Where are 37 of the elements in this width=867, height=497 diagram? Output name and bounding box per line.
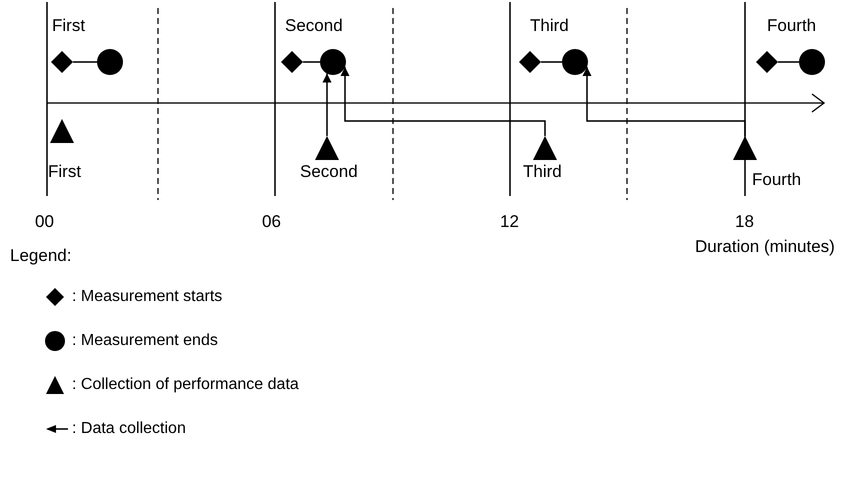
circle-marker [562, 49, 588, 75]
diamond-marker [756, 51, 778, 73]
phase-label: Third [530, 16, 569, 36]
circle-marker [799, 49, 825, 75]
diamond-marker [281, 51, 303, 73]
time-tick-label: 00 [35, 212, 54, 232]
connector-line [541, 61, 562, 63]
phase-label: Second [285, 16, 343, 36]
collection-label: First [48, 162, 82, 182]
collection-label: Third [523, 162, 562, 182]
connector-line [73, 61, 97, 63]
collection-label: Fourth [752, 170, 802, 190]
collection-label: Second [300, 162, 358, 182]
time-tick-label: 12 [500, 212, 519, 232]
diamond-marker [519, 51, 541, 73]
arrow [340, 67, 546, 136]
triangle-marker [733, 136, 757, 160]
triangle-marker [315, 136, 339, 160]
circle-marker [97, 49, 123, 75]
triangle-marker [50, 119, 74, 143]
diamond-marker [51, 51, 73, 73]
legend-text: : Data collection [72, 419, 186, 439]
legend-text: : Measurement ends [72, 331, 218, 351]
connector-line [778, 61, 799, 63]
axis-title: Duration (minutes) [695, 237, 835, 257]
time-tick-label: 18 [735, 212, 754, 232]
circle-marker [320, 49, 346, 75]
phase-label: First [52, 16, 86, 36]
legend-text: : Collection of performance data [72, 375, 299, 395]
legend-text: : Measurement starts [72, 287, 222, 307]
arrow [582, 67, 746, 136]
time-tick-label: 06 [262, 212, 281, 232]
phase-label: Fourth [767, 16, 816, 36]
legend-heading: Legend: [10, 246, 72, 266]
arrow [322, 74, 332, 136]
connector-line [303, 61, 320, 63]
triangle-marker [533, 136, 557, 160]
